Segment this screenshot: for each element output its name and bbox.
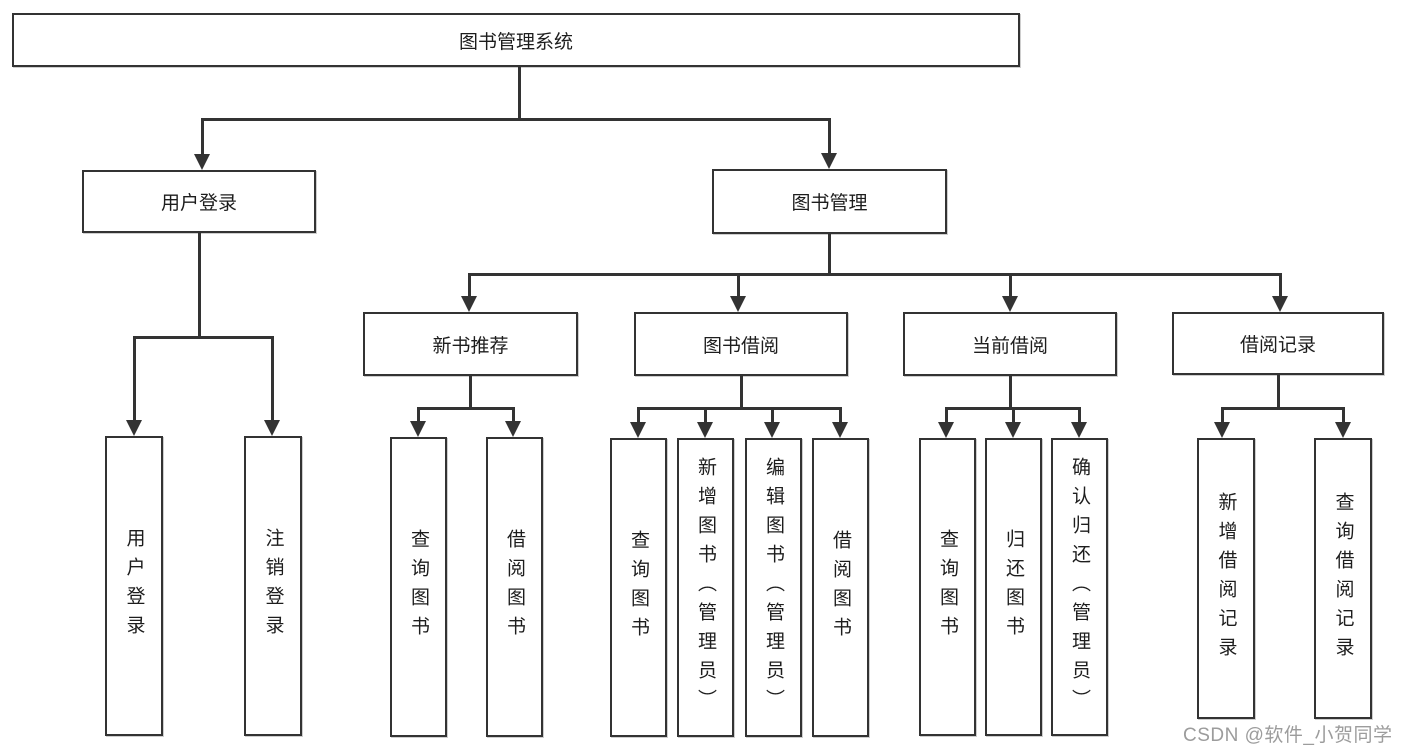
connector-current-stem — [1008, 376, 1012, 407]
connector-drop-confirm-return — [1077, 407, 1081, 423]
arrow-down-icon — [1335, 422, 1351, 438]
leaf-label-borrow-books-recommend: 借阅图书 — [504, 529, 525, 645]
leaf-box-borrow-books-recommend: 借阅图书 — [486, 437, 543, 737]
leaf-label-query-books-current: 查询图书 — [937, 529, 958, 645]
leaf-box-logout: 注销登录 — [244, 436, 302, 736]
leaf-box-borrow-books-borrowing: 借阅图书 — [812, 438, 869, 737]
leaf-box-query-books-current: 查询图书 — [919, 438, 976, 736]
arrow-down-icon — [410, 421, 426, 437]
leaf-label-add-books-admin: 新增图书（管理员） — [695, 457, 716, 718]
arrow-down-icon — [832, 422, 848, 438]
connector-root-rail — [200, 118, 831, 121]
connector-drop-borrowing-records — [1278, 273, 1282, 297]
arrow-down-icon — [938, 422, 954, 438]
connector-book-management-stem — [827, 234, 831, 273]
connector-drop-new-book-recommend — [467, 273, 471, 297]
leaf-box-edit-books-admin: 编辑图书（管理员） — [745, 438, 802, 737]
connector-drop-book-management — [827, 118, 831, 154]
connector-user-login-rail — [132, 336, 274, 339]
node-box-new-book-recommend: 新书推荐 — [363, 312, 578, 376]
connector-records-rail — [1220, 407, 1345, 410]
arrow-down-icon — [194, 154, 210, 170]
leaf-label-return-books: 归还图书 — [1003, 529, 1024, 645]
connector-book-management-rail — [467, 273, 1282, 276]
connector-drop-add-borrow-record — [1220, 407, 1224, 423]
arrow-down-icon — [1272, 296, 1288, 312]
connector-drop-add-books — [703, 407, 707, 423]
connector-drop-borrow-books-borrowing — [838, 407, 842, 423]
connector-drop-return-books — [1011, 407, 1015, 423]
connector-drop-borrow-books-recommend — [511, 407, 515, 422]
leaf-label-query-borrow-record: 查询借阅记录 — [1332, 491, 1354, 666]
leaf-box-user-login: 用户登录 — [105, 436, 163, 736]
node-label-current-borrowing: 当前借阅 — [971, 335, 1048, 357]
connector-root-stem — [517, 67, 521, 118]
arrow-down-icon — [1005, 422, 1021, 438]
leaf-label-edit-books-admin: 编辑图书（管理员） — [763, 457, 784, 718]
connector-drop-book-borrowing — [736, 273, 740, 297]
leaf-box-add-borrow-record: 新增借阅记录 — [1197, 438, 1255, 719]
arrow-down-icon — [630, 422, 646, 438]
leaf-box-query-books-recommend: 查询图书 — [390, 437, 447, 737]
leaf-label-query-books-borrowing: 查询图书 — [628, 529, 649, 646]
leaf-label-logout: 注销登录 — [262, 528, 284, 644]
node-box-borrowing-records: 借阅记录 — [1172, 312, 1384, 375]
csdn-watermark: CSDN @软件_小贺同学 — [1183, 725, 1393, 746]
node-label-book-management: 图书管理 — [791, 193, 868, 214]
leaf-label-query-books-recommend: 查询图书 — [408, 529, 429, 645]
connector-borrowing-stem — [739, 376, 743, 407]
leaf-box-add-books-admin: 新增图书（管理员） — [677, 438, 734, 737]
arrow-down-icon — [1002, 296, 1018, 312]
node-label-borrowing-records: 借阅记录 — [1239, 335, 1316, 356]
connector-user-login-stem — [197, 233, 201, 336]
arrow-down-icon — [461, 296, 477, 312]
node-box-book-management: 图书管理 — [712, 169, 947, 234]
arrow-down-icon — [264, 420, 280, 436]
arrow-down-icon — [126, 420, 142, 436]
arrow-down-icon — [821, 153, 837, 169]
connector-drop-query-books-current — [944, 407, 948, 423]
leaf-label-add-borrow-record: 新增借阅记录 — [1215, 491, 1237, 666]
leaf-box-return-books: 归还图书 — [985, 438, 1042, 736]
node-box-current-borrowing: 当前借阅 — [903, 312, 1117, 376]
node-label-new-book-recommend: 新书推荐 — [432, 335, 509, 357]
node-label-book-borrowing: 图书借阅 — [702, 335, 779, 357]
arrow-down-icon — [1071, 422, 1087, 438]
leaf-label-borrow-books-borrowing: 借阅图书 — [830, 529, 851, 646]
connector-records-stem — [1276, 375, 1280, 407]
connector-recommend-rail — [416, 407, 515, 410]
arrow-down-icon — [764, 422, 780, 438]
connector-drop-query-borrow-record — [1341, 407, 1345, 423]
leaf-label-confirm-return-admin: 确认归还（管理员） — [1069, 456, 1090, 718]
connector-drop-user-login — [200, 118, 204, 155]
connector-drop-edit-books — [770, 407, 774, 423]
connector-borrowing-rail — [636, 407, 842, 410]
leaf-box-query-books-borrowing: 查询图书 — [610, 438, 667, 737]
arrow-down-icon — [1214, 422, 1230, 438]
leaf-label-user-login: 用户登录 — [123, 528, 145, 644]
connector-drop-leaf-logout — [270, 336, 274, 421]
node-box-library-management-system: 图书管理系统 — [12, 13, 1020, 67]
node-label-user-login: 用户登录 — [160, 193, 237, 214]
arrow-down-icon — [730, 296, 746, 312]
connector-drop-query-books-recommend — [416, 407, 420, 422]
leaf-box-confirm-return-admin: 确认归还（管理员） — [1051, 438, 1108, 736]
node-box-book-borrowing: 图书借阅 — [634, 312, 848, 376]
node-box-user-login: 用户登录 — [82, 170, 316, 233]
leaf-box-query-borrow-record: 查询借阅记录 — [1314, 438, 1372, 719]
connector-drop-leaf-user-login — [132, 336, 136, 421]
node-label-library-management-system: 图书管理系统 — [458, 31, 573, 53]
arrow-down-icon — [697, 422, 713, 438]
connector-recommend-stem — [468, 376, 472, 407]
connector-drop-current-borrowing — [1008, 273, 1012, 297]
arrow-down-icon — [505, 421, 521, 437]
connector-drop-query-books-borrowing — [636, 407, 640, 423]
